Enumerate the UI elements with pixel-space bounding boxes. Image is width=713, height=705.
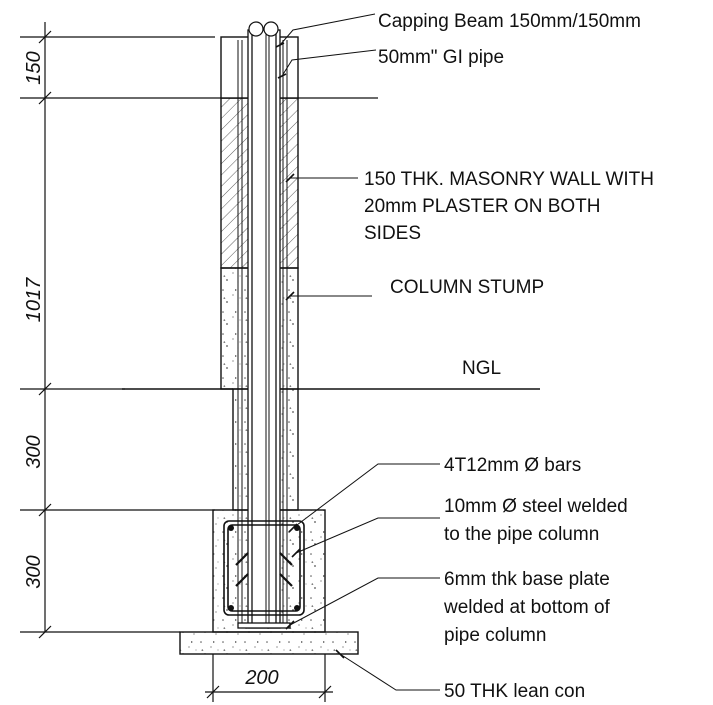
label-plate-line2: welded at bottom of <box>443 597 611 618</box>
label-masonry-line3: SIDES <box>364 223 421 244</box>
dim-wall-stump-text: 1017 <box>23 277 45 322</box>
label-gi-pipe: 50mm" GI pipe <box>378 47 504 68</box>
label-ngl: NGL <box>462 358 501 379</box>
reinforcement-bars <box>237 30 288 628</box>
leader-lines <box>279 13 440 691</box>
label-masonry-line2: 20mm PLASTER ON BOTH <box>364 196 601 217</box>
label-plate-line3: pipe column <box>444 625 546 646</box>
label-steel-line1: 10mm Ø steel welded <box>444 496 628 517</box>
label-capping-beam: Capping Beam 150mm/150mm <box>378 11 641 32</box>
bar-dots <box>228 525 300 611</box>
label-bars: 4T12mm Ø bars <box>444 455 581 476</box>
label-column-stump: COLUMN STUMP <box>390 277 544 298</box>
label-lean-con: 50 THK lean con <box>444 681 585 702</box>
dim-width-text: 200 <box>244 667 278 689</box>
base-plate <box>237 622 291 629</box>
label-plate-line1: 6mm thk base plate <box>444 569 610 590</box>
leader-ticks <box>275 42 345 659</box>
dim-below-ngl-text: 300 <box>23 435 45 468</box>
label-steel-line2: to the pipe column <box>444 524 599 545</box>
width-dimension <box>205 654 333 702</box>
dim-footing-text: 300 <box>23 555 45 588</box>
bar-hooks <box>248 21 279 37</box>
gi-pipe <box>247 29 281 629</box>
label-masonry-line1: 150 THK. MASONRY WALL WITH <box>364 169 654 190</box>
dimension-lines <box>20 22 378 639</box>
lean-concrete <box>179 631 359 655</box>
welded-anchors <box>235 552 293 587</box>
dim-capping-text: 150 <box>23 51 45 84</box>
stirrup <box>223 520 305 616</box>
